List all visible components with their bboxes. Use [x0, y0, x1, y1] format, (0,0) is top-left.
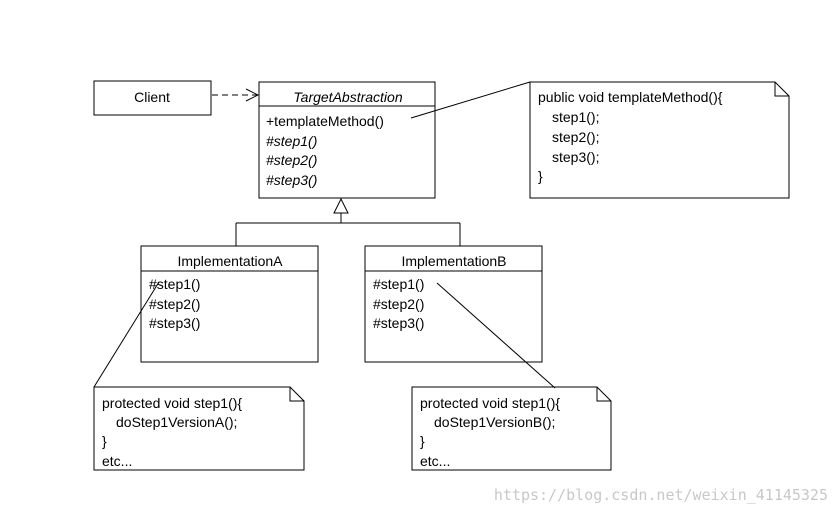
client-label: Client — [134, 89, 170, 105]
note-b-line-2: doStep1VersionB(); — [434, 414, 555, 430]
client-class[interactable]: Client — [93, 80, 212, 116]
target-abstraction-class[interactable]: TargetAbstraction +templateMethod() #ste… — [258, 81, 436, 199]
impl-b-op-step2: #step2() — [373, 296, 424, 312]
impl-a-op-step3: #step3() — [149, 315, 200, 331]
note-template-connector — [410, 81, 531, 119]
note-a-line-2: doStep1VersionA(); — [116, 414, 237, 430]
note-a-connector — [93, 281, 160, 388]
watermark: https://blog.csdn.net/weixin_41145325 — [494, 486, 828, 504]
note-b-line-4: etc... — [420, 453, 450, 469]
implementation-b-class[interactable]: ImplementationB #step1() #step2() #step3… — [364, 245, 543, 363]
target-op-step2: #step2() — [266, 152, 317, 168]
note-a-line-1: protected void step1(){ — [102, 395, 242, 411]
note-b-line-1: protected void step1(){ — [420, 395, 560, 411]
implementation-b-name: ImplementationB — [401, 253, 506, 269]
note-implementation-b[interactable]: protected void step1(){ doStep1VersionB(… — [411, 386, 612, 471]
impl-b-op-step3: #step3() — [373, 315, 424, 331]
implementation-a-name: ImplementationA — [177, 253, 283, 269]
note-template-line-5: } — [538, 168, 543, 184]
note-template-line-3: step2(); — [552, 129, 599, 145]
target-op-template-method: +templateMethod() — [266, 113, 384, 129]
impl-a-op-step2: #step2() — [149, 296, 200, 312]
note-a-line-3: } — [102, 433, 107, 449]
note-template-method[interactable]: public void templateMethod(){ step1(); s… — [529, 81, 790, 199]
target-op-step1: #step1() — [266, 133, 317, 149]
note-b-line-3: } — [420, 433, 425, 449]
note-a-line-4: etc... — [102, 453, 132, 469]
note-template-line-2: step1(); — [552, 109, 599, 125]
note-template-line-4: step3(); — [552, 149, 599, 165]
target-abstraction-name: TargetAbstraction — [293, 89, 402, 105]
generalization-arrow — [235, 197, 461, 246]
note-implementation-a[interactable]: protected void step1(){ doStep1VersionA(… — [93, 386, 305, 471]
target-op-step3: #step3() — [266, 172, 317, 188]
impl-b-op-step1: #step1() — [373, 276, 424, 292]
note-b-connector — [436, 282, 556, 389]
impl-a-op-step1: #step1() — [149, 276, 200, 292]
note-template-line-1: public void templateMethod(){ — [538, 89, 723, 105]
dependency-arrow — [212, 88, 260, 102]
implementation-a-class[interactable]: ImplementationA #step1() #step2() #step3… — [140, 245, 319, 363]
